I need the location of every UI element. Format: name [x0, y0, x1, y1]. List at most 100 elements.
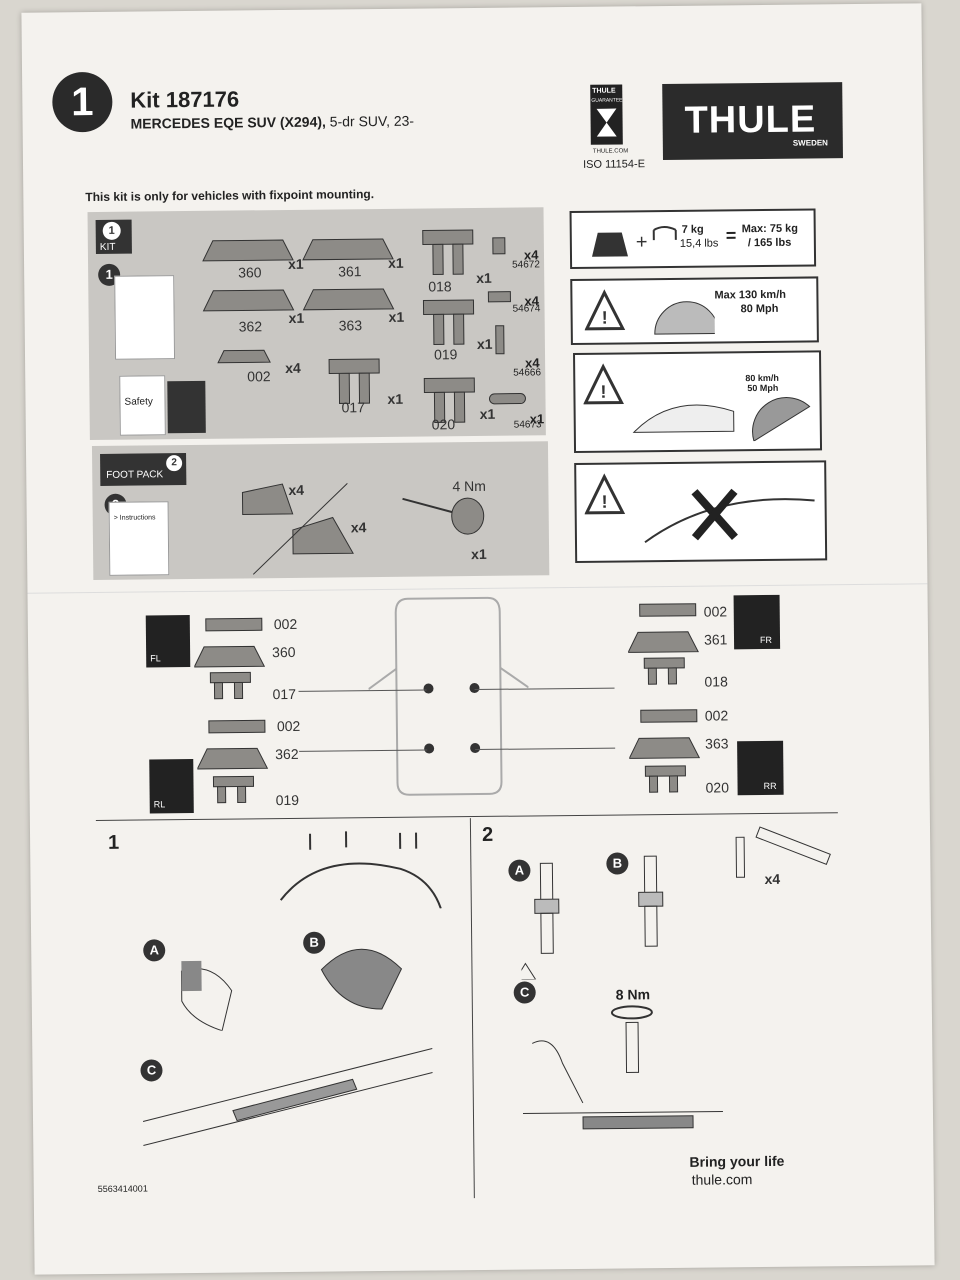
part-code: 363	[338, 317, 363, 334]
car-wash-warning-icon: !	[583, 363, 811, 442]
torque-install-drawing	[522, 1005, 723, 1130]
vehicle-line: MERCEDES EQE SUV (X294), 5-dr SUV, 23-	[130, 112, 415, 132]
cleaning-hand-drawing-a	[180, 960, 233, 1032]
leader-line	[474, 687, 615, 691]
part-code: 019	[275, 791, 300, 809]
left-rear-parts	[196, 719, 269, 804]
thule-logo: THULE SWEDEN	[662, 82, 843, 161]
step-1-number: 1	[107, 831, 120, 854]
document-code: 5563414001	[97, 1183, 148, 1195]
bolt-qty: x4	[764, 870, 781, 888]
equals-sign: =	[725, 225, 737, 246]
no-glass-roof-icon: !	[584, 473, 815, 544]
roof-rail-drawing	[279, 831, 442, 909]
guarantee-site: THULE.COM	[592, 148, 629, 155]
part-code: 020	[705, 779, 730, 796]
leader-line	[475, 747, 616, 751]
position-icon-rr: RR	[737, 740, 784, 796]
part-code: 002	[703, 603, 728, 620]
step-number-badge: 1	[52, 71, 113, 133]
part-qty: x1	[387, 390, 404, 407]
left-front-parts	[193, 617, 266, 700]
part-code: 019	[433, 346, 458, 363]
part-code: 018	[428, 278, 452, 295]
part-code: 363	[705, 735, 729, 752]
svg-text:!: !	[601, 492, 607, 512]
part-code: 002	[247, 368, 271, 385]
part-code: 360	[272, 643, 296, 661]
load-limit-box: + 7 kg 15,4 lbs = Max: 75 kg / 165 lbs	[569, 208, 817, 270]
speed-warning-icon: !	[584, 289, 715, 335]
foot-qty: x4	[288, 481, 305, 498]
position-icon-rl: RL	[149, 758, 194, 814]
position-icon-fl: FL	[145, 615, 191, 668]
small-part-qty: x4	[524, 293, 540, 309]
bolts-and-plate-drawing	[735, 826, 831, 878]
small-part-qty: x4	[525, 355, 540, 371]
part-qty: x1	[479, 405, 496, 422]
kit-parts-drawing	[202, 229, 526, 423]
hourglass-icon	[596, 108, 617, 137]
section-divider	[95, 812, 838, 822]
part-qty: x1	[388, 308, 405, 325]
bolt-torque: 8 Nm	[615, 986, 651, 1003]
part-code: 002	[704, 707, 729, 724]
bolt-drawing-a	[520, 862, 560, 980]
right-rear-parts	[628, 709, 701, 793]
car-wash-box: ! 80 km/h 50 Mph	[573, 350, 823, 453]
part-code: 361	[338, 263, 362, 280]
part-qty: x1	[288, 309, 305, 326]
part-qty: x4	[285, 359, 301, 377]
part-code: 002	[276, 717, 301, 735]
part-code: 002	[273, 615, 298, 633]
part-code: 362	[238, 318, 263, 335]
right-front-parts	[627, 603, 699, 685]
max-speed: Max 130 km/h	[714, 288, 787, 302]
fixpoint-notice: This kit is only for vehicles with fixpo…	[85, 187, 375, 205]
fixpoint-cover-drawing	[142, 1048, 433, 1147]
wash-speed-mph: 50 Mph	[747, 382, 779, 394]
wash-speed: 80 km/h	[745, 372, 779, 384]
cleaning-hand-drawing-b	[320, 948, 403, 1010]
foot-pack-panel: FOOT PACK 2 2 > Instructions x4 x4 4 Nm …	[91, 441, 550, 581]
part-code: 017	[272, 685, 297, 703]
car-top-view	[367, 596, 530, 796]
position-icon-fr: FR	[733, 594, 781, 650]
step-2c-badge: C	[513, 981, 536, 1004]
kit-panel: 1 KIT 1 Safety	[87, 207, 546, 441]
part-code: 361	[703, 631, 728, 648]
small-part-qty: x1	[529, 411, 545, 427]
tool-torque: 4 Nm	[452, 477, 486, 495]
part-qty: x1	[476, 335, 493, 352]
iso-standard: ISO 11154-E	[582, 158, 646, 171]
max-load-lbs: / 165 lbs	[747, 236, 792, 250]
bar-weight-lbs: 15,4 lbs	[679, 237, 719, 250]
svg-text:+: +	[636, 231, 648, 253]
part-code: 018	[704, 673, 728, 690]
step-divider	[469, 818, 475, 1199]
part-code: 362	[275, 745, 299, 763]
tool-qty: x1	[471, 545, 487, 563]
guarantee-badge: THULE GUARANTEE	[590, 84, 623, 145]
no-glass-roof-box: !	[574, 460, 828, 563]
svg-text:!: !	[600, 382, 606, 402]
weight-icon: +	[592, 226, 677, 257]
svg-text:!: !	[602, 308, 608, 328]
bar-weight: 7 kg	[681, 223, 704, 236]
kit-title: Kit 187176	[130, 86, 240, 113]
max-load: Max: 75 kg	[741, 222, 799, 236]
part-qty: x1	[476, 269, 492, 286]
part-qty: x1	[287, 255, 304, 272]
step-2-number: 2	[481, 823, 494, 846]
part-code: 017	[341, 399, 366, 416]
part-code: 020	[431, 416, 456, 433]
part-code: 360	[238, 264, 262, 281]
instruction-sheet: 1 Kit 187176 MERCEDES EQE SUV (X294), 5-…	[21, 3, 935, 1275]
max-speed-mph: 80 Mph	[740, 302, 779, 316]
bolt-drawing-b	[638, 855, 664, 947]
part-qty: x1	[387, 254, 404, 271]
speed-limit-box: ! Max 130 km/h 80 Mph	[570, 276, 819, 346]
small-part-qty: x4	[523, 247, 539, 263]
brand-website: thule.com	[691, 1171, 753, 1188]
foot-pack-drawing	[241, 483, 485, 575]
